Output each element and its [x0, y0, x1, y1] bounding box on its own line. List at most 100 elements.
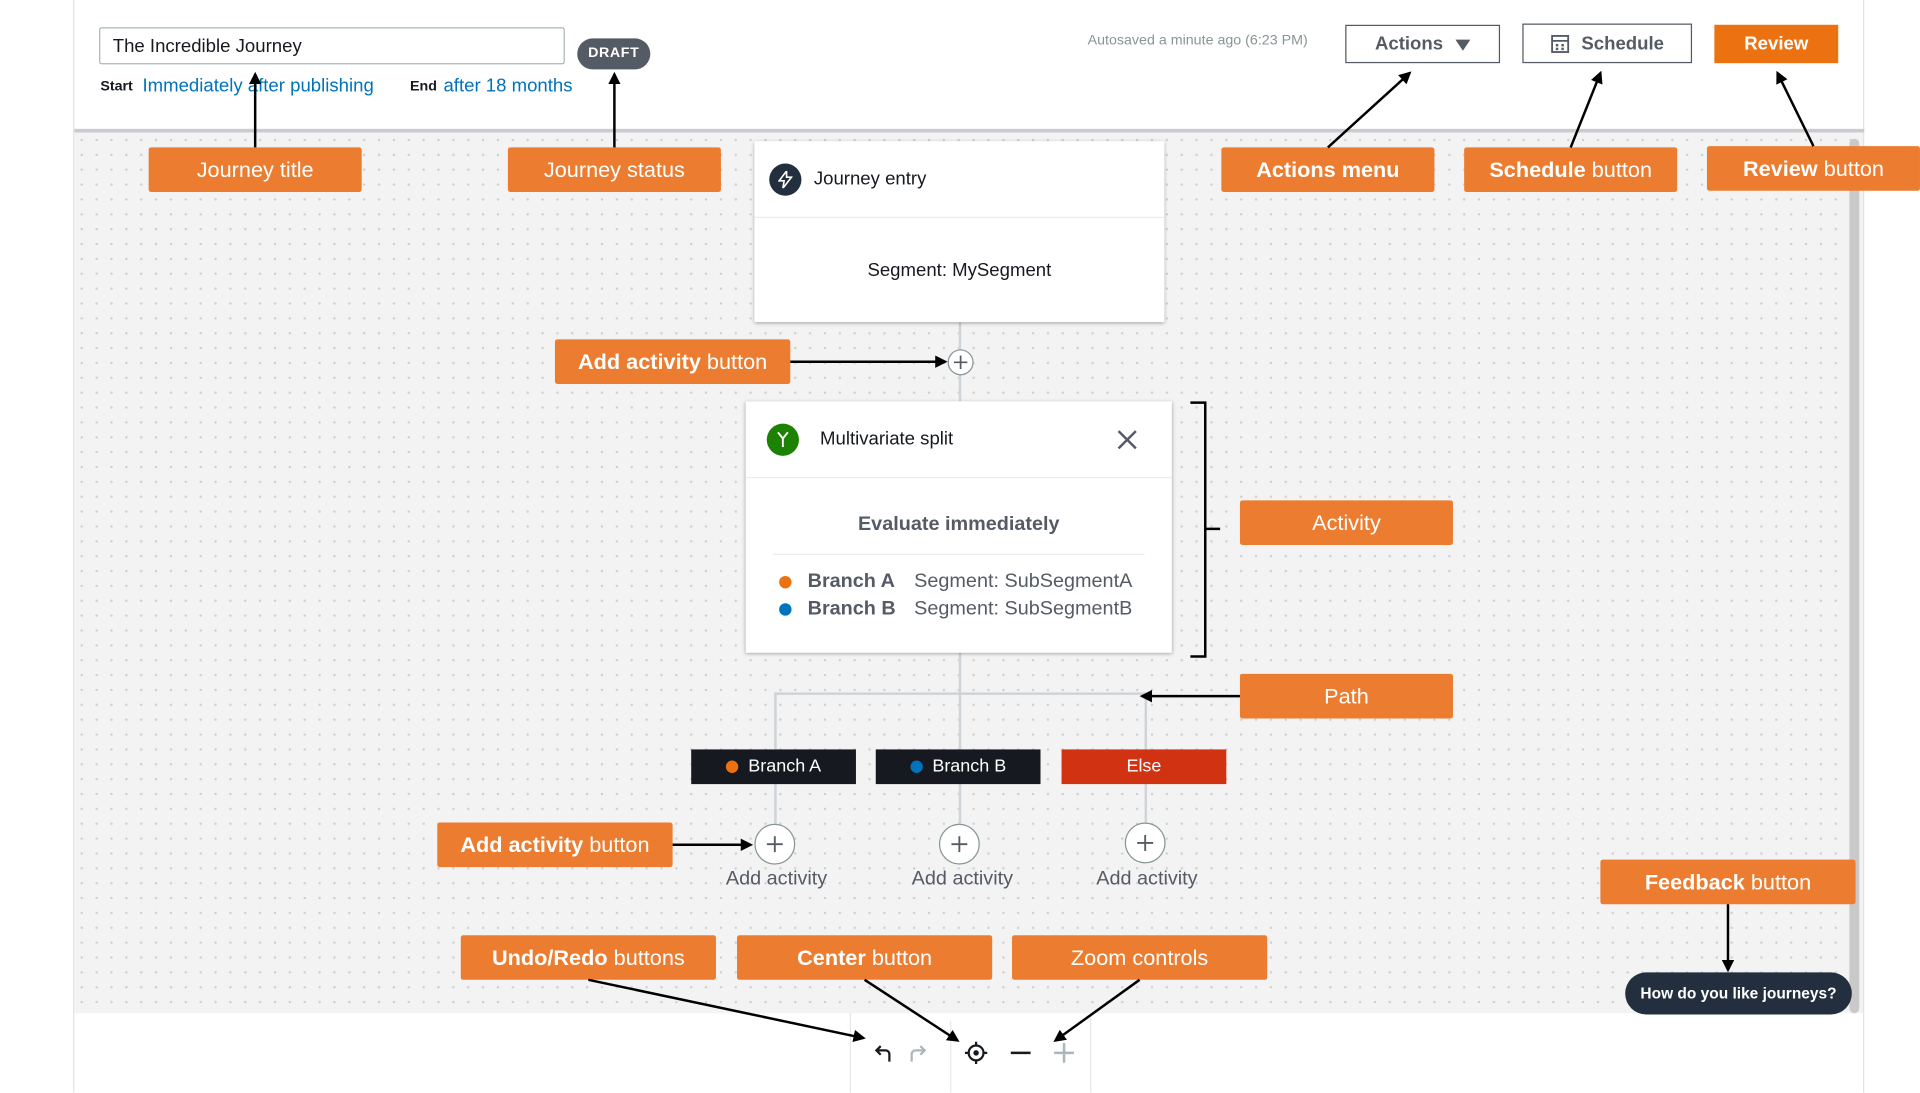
callout-journey-status-text: Journey status: [543, 156, 685, 182]
callout-schedule-button: Schedule button: [1464, 147, 1678, 192]
callout-feedback-bold: Feedback: [1644, 868, 1745, 894]
branch-b-segment: Segment: SubSegmentB: [914, 598, 1133, 620]
callout-undo-redo-bold: Undo/Redo: [491, 944, 608, 970]
plus-icon: [766, 836, 783, 853]
callout-review-bold: Review: [1742, 155, 1818, 181]
multivariate-split-header: Multivariate split: [745, 401, 1172, 479]
callout-add-activity-top-bold: Add activity: [578, 348, 701, 374]
journey-title-input[interactable]: The Incredible Journey: [99, 27, 565, 65]
caret-down-icon: [1455, 39, 1471, 51]
lightning-icon: [769, 162, 802, 196]
start-value-link[interactable]: Immediately after publishing: [142, 75, 374, 97]
calendar-icon: [1550, 34, 1569, 53]
branch-b-name: Branch B: [807, 598, 896, 620]
actions-label: Actions: [1374, 33, 1444, 55]
journey-entry-segment: Segment: MySegment: [867, 260, 1052, 282]
add-activity-label-else[interactable]: Add activity: [1096, 868, 1198, 890]
redo-icon[interactable]: [905, 1042, 930, 1067]
path-tag-else[interactable]: Else: [1061, 749, 1227, 785]
branch-b-dot: [779, 603, 792, 616]
callout-path: Path: [1239, 673, 1453, 719]
close-icon[interactable]: [1117, 429, 1137, 449]
add-activity-button-branch-b[interactable]: [938, 823, 980, 865]
journey-entry-header: Journey entry: [754, 141, 1165, 219]
branch-a-tag-dot: [725, 760, 739, 773]
callout-add-activity-top: Add activity button: [554, 339, 791, 384]
callout-journey-title: Journey title: [148, 147, 362, 192]
callout-review-button: Review button: [1706, 146, 1920, 191]
zoom-out-icon[interactable]: [1010, 1042, 1032, 1064]
add-activity-button-top[interactable]: [947, 349, 974, 376]
add-activity-label-a[interactable]: Add activity: [725, 868, 828, 890]
add-activity-label-b[interactable]: Add activity: [911, 868, 1014, 890]
callout-zoom-controls: Zoom controls: [1012, 935, 1268, 980]
callout-zoom-text: Zoom controls: [1070, 944, 1209, 970]
connector-split-stem: [958, 652, 962, 827]
add-activity-button-else[interactable]: [1124, 822, 1166, 864]
path-tag-branch-b[interactable]: Branch B: [875, 749, 1041, 785]
callout-review-rest: button: [1823, 155, 1884, 181]
callout-undo-redo: Undo/Redo buttons: [460, 935, 716, 980]
center-icon[interactable]: [964, 1041, 989, 1066]
toolbar-divider: [950, 1020, 952, 1093]
callout-activity: Activity: [1239, 500, 1453, 546]
callout-actions-menu-text: Actions menu: [1256, 156, 1400, 182]
branch-b-tag-dot: [910, 760, 923, 773]
callout-journey-status: Journey status: [507, 147, 721, 192]
header-divider: [74, 128, 1865, 133]
branch-a-name: Branch A: [807, 571, 895, 593]
callout-activity-text: Activity: [1312, 509, 1381, 535]
branch-row-b: Branch B Segment: SubSegmentB: [779, 598, 1132, 620]
start-label: Start: [100, 79, 133, 95]
review-button[interactable]: Review: [1714, 24, 1839, 64]
path-tag-branch-a-label: Branch A: [748, 756, 822, 777]
callout-center-bold: Center: [797, 944, 866, 970]
plus-icon: [953, 355, 968, 370]
callout-feedback-rest: button: [1750, 868, 1812, 894]
branch-a-segment: Segment: SubSegmentA: [914, 571, 1133, 593]
journey-entry-title: Journey entry: [813, 168, 927, 190]
journey-entry-card[interactable]: Journey entry Segment: MySegment: [754, 141, 1165, 323]
callout-center-rest: button: [871, 944, 933, 970]
callout-schedule-rest: button: [1591, 156, 1653, 182]
split-card-divider: [772, 553, 1145, 555]
canvas-scrollbar[interactable]: [1849, 138, 1860, 1014]
branch-row-a: Branch A Segment: SubSegmentA: [779, 571, 1132, 593]
end-value-link[interactable]: after 18 months: [443, 75, 573, 97]
callout-add-activity-branch: Add activity button: [437, 822, 673, 868]
frame-left-border: [73, 0, 75, 1093]
path-horizontal: [774, 692, 1146, 695]
feedback-button[interactable]: How do you like journeys?: [1625, 972, 1852, 1015]
zoom-in-icon[interactable]: [1053, 1042, 1075, 1064]
path-tag-else-label: Else: [1126, 756, 1162, 777]
path-tag-branch-b-label: Branch B: [932, 756, 1007, 777]
schedule-label: Schedule: [1581, 32, 1664, 54]
callout-undo-redo-rest: buttons: [613, 944, 685, 970]
callout-center-button: Center button: [737, 935, 993, 980]
callout-add-activity-branch-bold: Add activity: [460, 831, 584, 857]
callout-feedback-button: Feedback button: [1600, 859, 1856, 905]
callout-actions-menu: Actions menu: [1221, 147, 1435, 192]
autosave-status: Autosaved a minute ago (6:23 PM): [1087, 33, 1308, 49]
undo-icon[interactable]: [871, 1042, 896, 1067]
multivariate-split-title: Multivariate split: [820, 428, 954, 450]
callout-path-text: Path: [1324, 683, 1369, 708]
end-label: End: [410, 79, 437, 95]
branch-a-dot: [779, 575, 792, 589]
actions-menu-button[interactable]: Actions: [1345, 24, 1501, 64]
evaluate-text: Evaluate immediately: [857, 514, 1060, 536]
split-icon: [766, 423, 799, 456]
frame-right-border: [1863, 0, 1865, 1093]
callout-add-activity-top-rest: button: [706, 348, 768, 374]
journey-status-badge: DRAFT: [577, 38, 651, 70]
callout-add-activity-branch-rest: button: [589, 831, 650, 857]
callout-journey-title-text: Journey title: [196, 156, 314, 182]
add-activity-button-branch-a[interactable]: [754, 823, 796, 865]
multivariate-split-card[interactable]: Multivariate split Evaluate immediately …: [745, 401, 1172, 653]
callout-schedule-bold: Schedule: [1489, 156, 1586, 182]
plus-icon: [1137, 834, 1154, 851]
plus-icon: [951, 836, 968, 853]
path-tag-branch-a[interactable]: Branch A: [691, 749, 856, 785]
schedule-button[interactable]: Schedule: [1522, 23, 1693, 64]
